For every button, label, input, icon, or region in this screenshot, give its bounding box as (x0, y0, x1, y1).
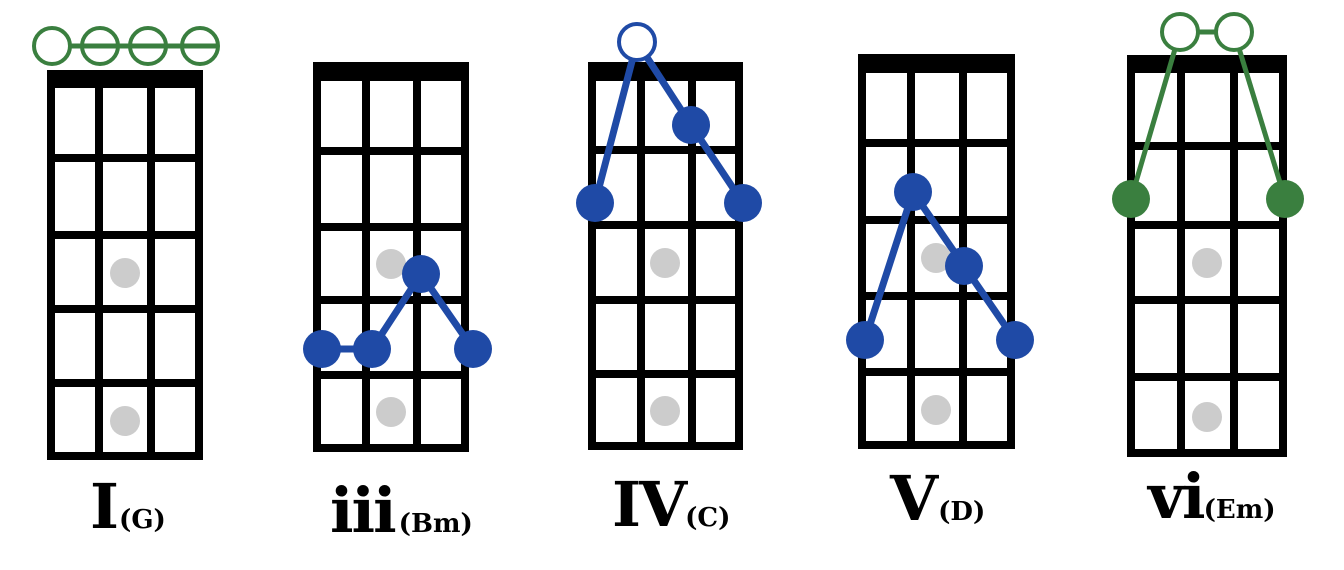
nut (313, 62, 469, 81)
chord-name: (G) (119, 505, 166, 535)
label-I: I(G) (90, 476, 166, 538)
chord-name: (D) (938, 497, 986, 527)
roman-numeral: vi (1148, 460, 1206, 533)
inlay-dot-icon (650, 396, 680, 426)
open-string-icon (1160, 12, 1200, 52)
finger-path-line (1231, 31, 1288, 200)
finger-path-line (861, 188, 1018, 342)
label-vi: vi(Em) (1148, 466, 1276, 528)
finger-dot-icon (672, 106, 710, 144)
finger-path-line (591, 38, 746, 205)
finger-dot-icon (1112, 180, 1150, 218)
roman-numeral: I (90, 470, 119, 543)
inlay-dot-icon (376, 397, 406, 427)
label-V: V(D) (890, 468, 985, 530)
roman-numeral: iii (330, 474, 397, 547)
roman-numeral: V (890, 462, 938, 535)
finger-dot-icon (846, 321, 884, 359)
finger-dot-icon (894, 173, 932, 211)
inlay-dot-icon (650, 248, 680, 278)
open-string-icon (1214, 12, 1254, 52)
inlay-dot-icon (921, 395, 951, 425)
chord-diagram-IV (576, 22, 762, 450)
open-string-icon (617, 22, 657, 62)
nut (858, 54, 1015, 73)
inlay-dot-icon (921, 243, 951, 273)
finger-path-line (1128, 31, 1183, 200)
inlay-dot-icon (110, 258, 140, 288)
diagram-layer (32, 12, 1304, 460)
finger-dot-icon (353, 330, 391, 368)
chord-name: (Em) (1203, 495, 1276, 525)
finger-path-line (322, 270, 476, 353)
chord-diagram-iii (303, 62, 492, 452)
open-string-icon (32, 26, 72, 66)
roman-numeral: IV (612, 468, 687, 541)
chord-diagram-I (32, 26, 220, 460)
label-IV: IV(C) (612, 474, 730, 536)
finger-dot-icon (945, 247, 983, 285)
nut (1127, 55, 1287, 73)
nut (47, 70, 203, 88)
finger-dot-icon (303, 330, 341, 368)
chord-name: (C) (685, 503, 731, 533)
label-iii: iii(Bm) (330, 480, 473, 542)
inlay-dot-icon (376, 249, 406, 279)
chord-diagram-vi (1112, 12, 1304, 457)
finger-dot-icon (1266, 180, 1304, 218)
chord-diagram-V (846, 54, 1034, 449)
chord-name: (Bm) (398, 509, 473, 539)
inlay-dot-icon (1192, 402, 1222, 432)
finger-dot-icon (454, 330, 492, 368)
inlay-dot-icon (1192, 248, 1222, 278)
finger-dot-icon (724, 184, 762, 222)
inlay-dot-icon (110, 406, 140, 436)
nut (588, 62, 743, 81)
finger-dot-icon (996, 321, 1034, 359)
finger-dot-icon (402, 255, 440, 293)
finger-dot-icon (576, 184, 614, 222)
